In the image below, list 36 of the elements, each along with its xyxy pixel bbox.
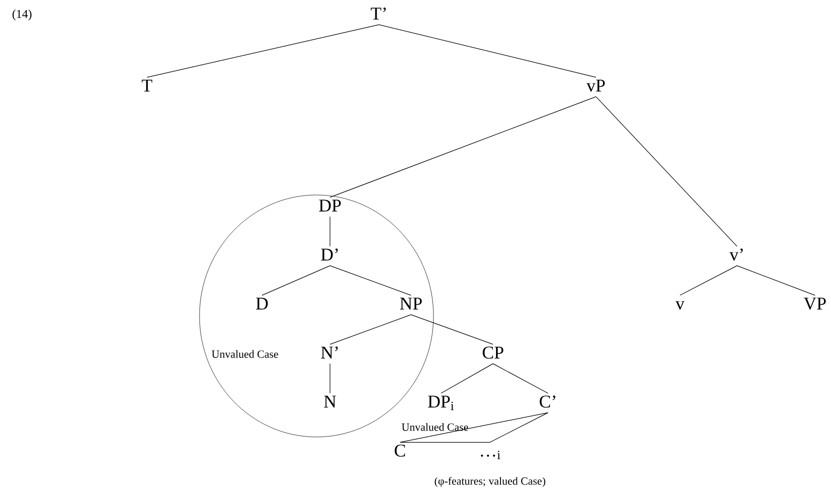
tree-branch (330, 265, 412, 296)
tree-label: NP (400, 298, 422, 310)
tree-label: DP$_{i}$ (428, 396, 454, 410)
tree-branch (262, 265, 330, 296)
tree-branch (680, 265, 738, 296)
tree-label: v (676, 301, 684, 310)
tree-label: vP (586, 80, 605, 92)
tree-label: v’ (730, 248, 743, 261)
tree-branch (440, 363, 494, 394)
tree-label: CP (482, 346, 504, 359)
tree-label: DP (319, 200, 341, 212)
tree-branch (490, 412, 548, 443)
tree-label: …$_{i}$ (480, 450, 500, 460)
annotation: (φ-features; valued Case) (434, 476, 546, 488)
tree-branch (146, 24, 380, 78)
annotation: Unvalued Case (402, 423, 468, 431)
tree-label: T’ (370, 8, 386, 20)
tree-branch (330, 314, 412, 345)
tree-branch (400, 442, 490, 443)
tree-branch (596, 96, 738, 247)
tree-label: VP (804, 298, 826, 310)
tree-branch (330, 96, 596, 198)
tree-branch (736, 265, 816, 296)
tree-label: C’ (540, 396, 556, 408)
tree-branch (410, 314, 494, 345)
tree-label: T (142, 80, 152, 92)
tree-branch (378, 24, 596, 78)
tree-branch (492, 363, 548, 394)
tree-label: D’ (321, 248, 338, 261)
tree-label: D (256, 298, 268, 310)
tree-label: C (394, 444, 405, 457)
tree-label: N (324, 396, 336, 408)
tree-label: N’ (321, 346, 338, 358)
label: (14) (12, 10, 32, 20)
tree-branch (400, 412, 548, 443)
label: Unvalued Case (212, 350, 278, 358)
